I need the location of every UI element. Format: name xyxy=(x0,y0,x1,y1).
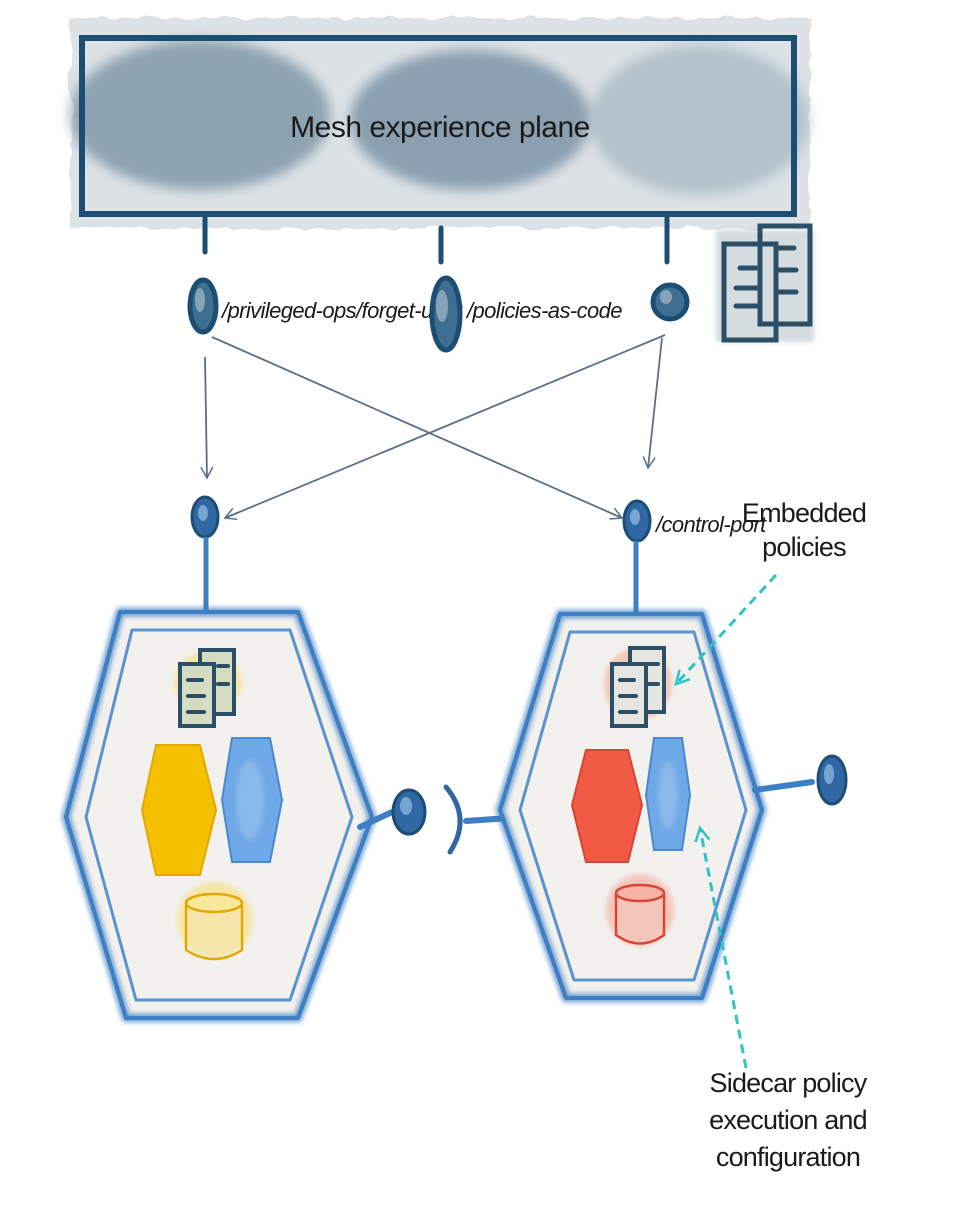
interconnect xyxy=(357,784,513,855)
data-store-yellow xyxy=(177,882,253,961)
callout-embedded-policies: Embedded policies xyxy=(674,498,867,686)
port-label-control-port: /control-port xyxy=(654,512,767,537)
embedded-policy-icon xyxy=(174,648,242,728)
plane-stems xyxy=(202,215,670,265)
note-embedded-policies-line1: Embedded xyxy=(742,498,866,528)
port-label-forget-user: /privileged-ops/forget-user xyxy=(220,298,464,323)
port-unlabeled-top xyxy=(650,282,690,322)
data-product-core-red xyxy=(570,749,644,863)
data-store-red xyxy=(606,874,674,946)
connections xyxy=(200,334,666,521)
callout-sidecar: Sidecar policy execution and configurati… xyxy=(694,825,869,1172)
sidecar-left xyxy=(220,737,284,863)
embedded-policy-icon-right xyxy=(604,646,672,728)
note-embedded-policies-line2: policies xyxy=(762,532,846,562)
note-sidecar-line3: configuration xyxy=(716,1142,860,1172)
port-policies-as-code xyxy=(429,275,463,353)
port-left-input xyxy=(190,495,220,610)
data-product-left xyxy=(61,607,377,1023)
port-label-policies-as-code: /policies-as-code xyxy=(465,298,622,323)
note-sidecar-line1: Sidecar policy xyxy=(710,1068,868,1098)
data-product-right xyxy=(495,609,767,1003)
plane-title: Mesh experience plane xyxy=(290,111,590,144)
policy-documents-icon xyxy=(716,223,814,343)
port-right-output xyxy=(752,754,848,806)
data-product-core-yellow xyxy=(140,744,218,876)
port-forget-user xyxy=(187,277,219,335)
port-control-port xyxy=(622,499,652,612)
mesh-experience-plane: Mesh experience plane xyxy=(70,18,810,228)
note-sidecar-line2: execution and xyxy=(709,1105,867,1135)
sidecar-right xyxy=(644,737,692,851)
